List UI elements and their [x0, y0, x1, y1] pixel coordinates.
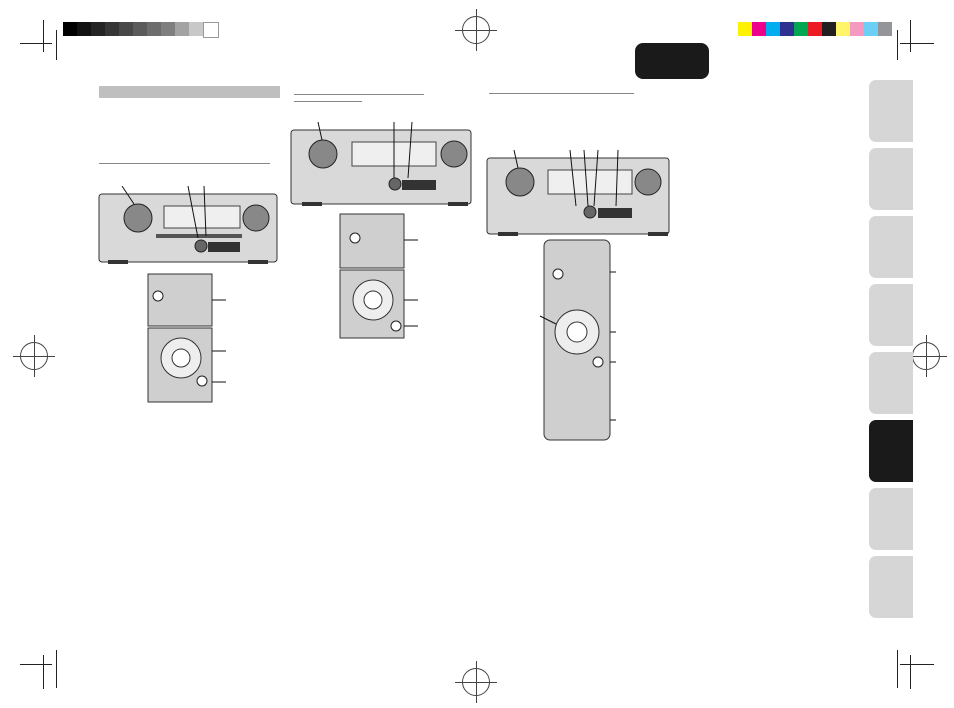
- subsection-rule: [294, 94, 424, 95]
- gray-swatch: [91, 22, 105, 36]
- color-swatch: [738, 22, 752, 36]
- registration-target-bottom: [455, 661, 497, 703]
- color-swatch: [878, 22, 892, 36]
- chapter-tab[interactable]: [869, 284, 913, 346]
- chapter-tab[interactable]: [869, 420, 913, 482]
- registration-target-top: [455, 9, 497, 51]
- color-swatch: [864, 22, 878, 36]
- gray-swatch: [77, 22, 91, 36]
- gray-swatch: [63, 22, 77, 36]
- color-swatch: [752, 22, 766, 36]
- section-heading-bar: [99, 86, 280, 98]
- subsection-rule: [294, 101, 362, 102]
- gray-swatch: [189, 22, 203, 36]
- gray-swatch: [105, 22, 119, 36]
- color-swatch: [808, 22, 822, 36]
- subsection-rule: [489, 93, 634, 94]
- chapter-tab[interactable]: [869, 488, 913, 550]
- registration-target-left: [13, 335, 55, 377]
- color-swatch: [780, 22, 794, 36]
- color-swatch: [794, 22, 808, 36]
- receiver-illustration-1: [98, 186, 278, 403]
- receiver-illustration-2: [290, 122, 472, 339]
- gray-swatch: [161, 22, 175, 36]
- registration-target-right: [905, 335, 947, 377]
- subsection-rule: [99, 163, 270, 164]
- chapter-tab[interactable]: [869, 148, 913, 210]
- chapter-tab[interactable]: [869, 216, 913, 278]
- chapter-tab[interactable]: [869, 556, 913, 618]
- gray-swatch: [119, 22, 133, 36]
- chapter-tab[interactable]: [869, 352, 913, 414]
- chapter-tab[interactable]: [869, 80, 913, 142]
- gray-swatch: [133, 22, 147, 36]
- color-swatch: [836, 22, 850, 36]
- color-swatch: [822, 22, 836, 36]
- color-swatch: [850, 22, 864, 36]
- language-tab: [635, 43, 709, 79]
- color-swatch: [766, 22, 780, 36]
- gray-swatch: [203, 22, 219, 38]
- gray-swatch: [147, 22, 161, 36]
- gray-swatch: [175, 22, 189, 36]
- receiver-illustration-3: [486, 150, 670, 441]
